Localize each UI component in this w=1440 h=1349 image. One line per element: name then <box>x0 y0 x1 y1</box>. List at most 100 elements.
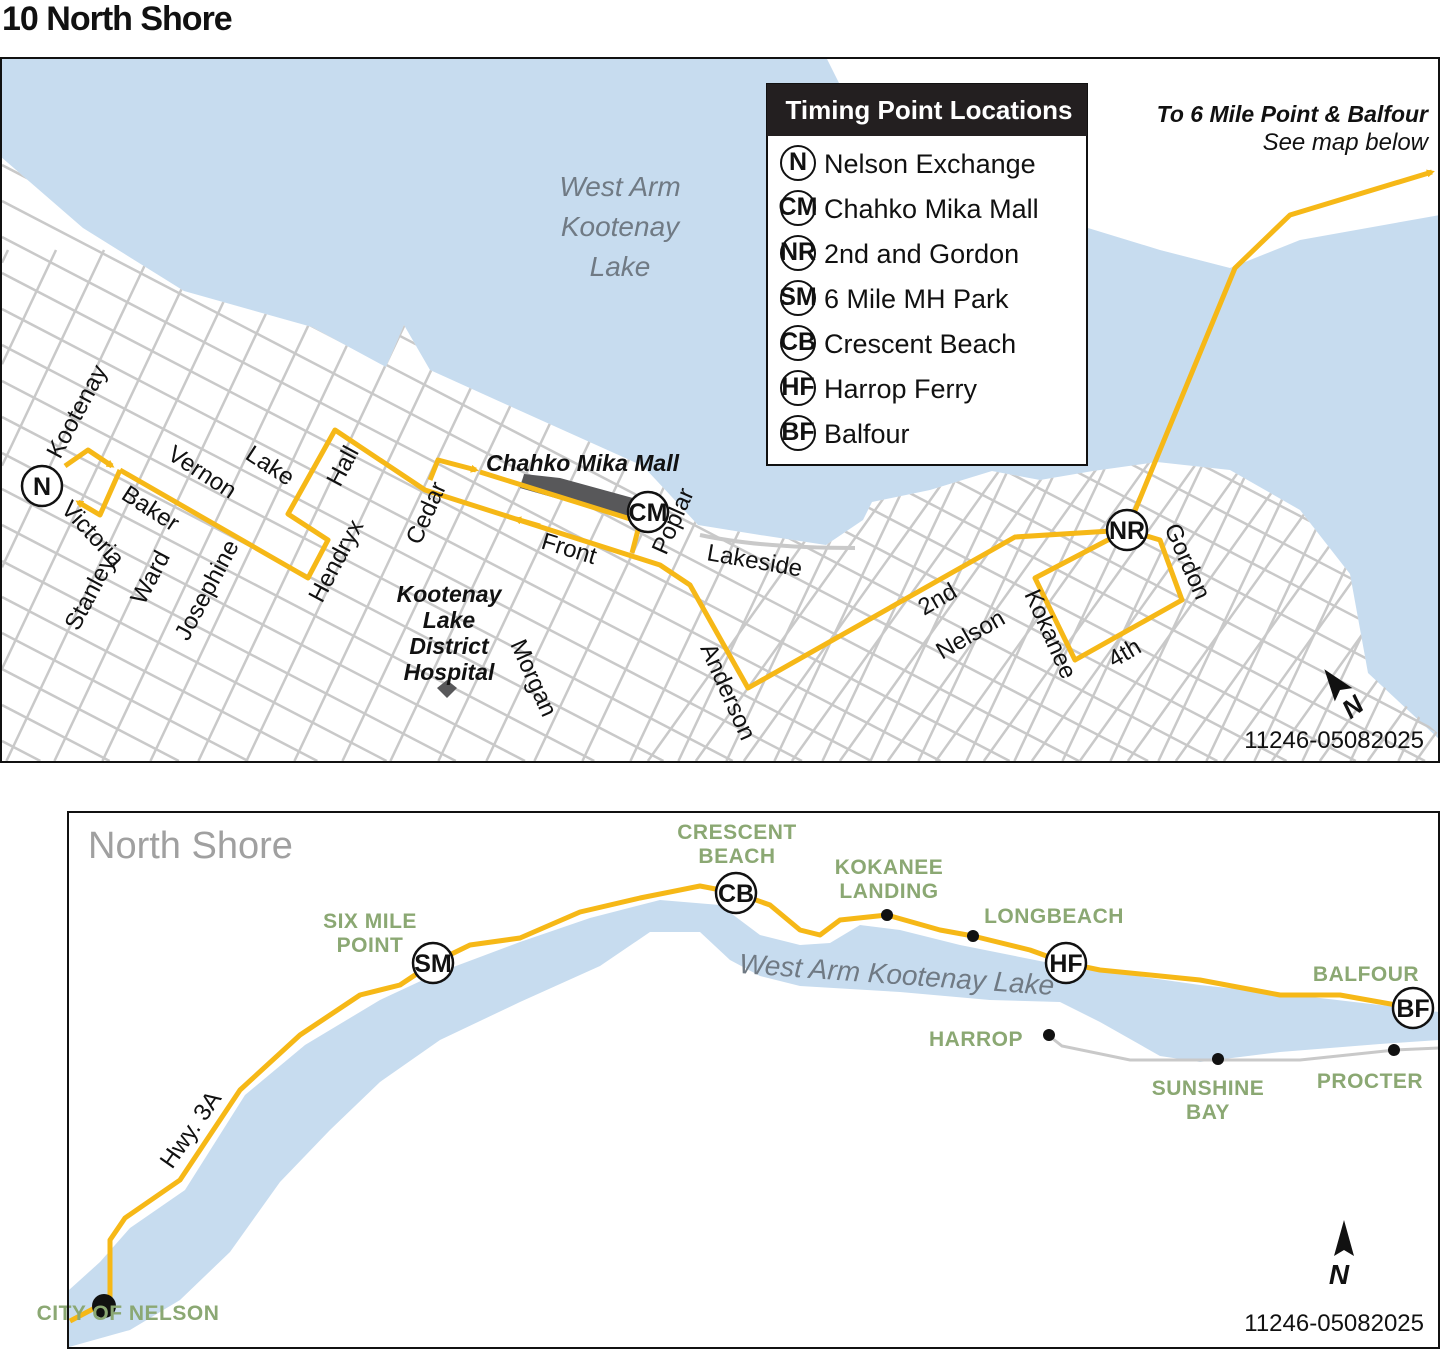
street <box>2 631 249 761</box>
svg-text:NR: NR <box>1109 517 1145 545</box>
legend-item-label: Nelson Exchange <box>824 149 1036 179</box>
sunshine-bay-dot <box>1212 1053 1224 1065</box>
water-label: West Arm Kootenay Lake <box>559 171 681 282</box>
legend-item-label: Harrop Ferry <box>824 374 978 404</box>
top-map-frame <box>0 57 1440 763</box>
legend-item: CB Crescent Beach <box>780 325 1016 361</box>
lakeside-road <box>699 533 856 550</box>
stop-nelson-exchange[interactable]: N <box>20 464 64 508</box>
procter-dot <box>1388 1044 1400 1056</box>
svg-text:West Arm: West Arm <box>559 171 680 202</box>
street-ward: Ward <box>125 546 175 609</box>
north-arrow-icon: N <box>1329 1220 1354 1290</box>
map-id: 11246-05082025 <box>1244 727 1424 754</box>
svg-text:HF: HF <box>781 373 814 401</box>
svg-text:CITY OF NELSON: CITY OF NELSON <box>37 1302 220 1325</box>
svg-text:SM: SM <box>779 283 817 311</box>
svg-text:SUNSHINE: SUNSHINE <box>1152 1077 1265 1100</box>
svg-text:BF: BF <box>781 418 814 446</box>
harrop-dot <box>1043 1029 1055 1041</box>
region-title: North Shore <box>88 825 293 867</box>
legend-item-label: 6 Mile MH Park <box>824 284 1009 314</box>
svg-text:Timing Point Locations: Timing Point Locations <box>786 95 1073 125</box>
street <box>2 249 154 568</box>
stop-crescent-beach[interactable]: CB <box>714 871 758 915</box>
stop-code-badge-icon <box>780 370 816 406</box>
map-id: 11246-05082025 <box>1244 1310 1424 1337</box>
svg-text:SIX MILE: SIX MILE <box>323 910 417 933</box>
legend-item: NR 2nd and Gordon <box>780 235 1019 271</box>
svg-text:BALFOUR: BALFOUR <box>1313 963 1419 986</box>
city-map: West Arm Kootenay Lake Kootenay Vernon L… <box>2 58 1438 761</box>
svg-text:Lake: Lake <box>423 607 476 633</box>
stop-chahko-mika-mall[interactable]: CM <box>626 490 670 534</box>
stop-harrop-ferry[interactable]: HF <box>1044 941 1088 985</box>
legend-item-label: 2nd and Gordon <box>824 239 1019 269</box>
hospital-label: Kootenay Lake District Hospital <box>397 581 503 685</box>
street <box>2 595 318 761</box>
street <box>2 415 665 761</box>
stop-code-badge-icon <box>780 235 816 271</box>
street-hall: Hall <box>321 442 364 491</box>
street <box>2 739 41 761</box>
street <box>2 559 388 761</box>
stop-6-mile-mh-park[interactable]: SM <box>411 941 455 985</box>
legend-item: HF Harrop Ferry <box>780 370 978 406</box>
svg-text:LANDING: LANDING <box>839 880 938 903</box>
city-of-nelson-dot <box>92 1294 116 1318</box>
street <box>5 249 250 761</box>
hospital-building <box>437 680 457 698</box>
svg-text:Lake: Lake <box>590 251 651 282</box>
svg-text:NR: NR <box>780 238 816 266</box>
legend-item: BF Balfour <box>780 415 910 451</box>
svg-text:N: N <box>33 473 51 501</box>
svg-text:BF: BF <box>1396 995 1429 1023</box>
stop-code-badge-icon <box>780 415 816 451</box>
svg-text:CB: CB <box>780 328 816 356</box>
svg-text:BEACH: BEACH <box>698 845 775 868</box>
svg-text:Kootenay: Kootenay <box>397 581 503 607</box>
mall-building <box>520 474 640 522</box>
stop-code-badge-icon <box>780 280 816 316</box>
svg-text:LONGBEACH: LONGBEACH <box>984 905 1124 928</box>
kokanee-landing-dot <box>881 909 893 921</box>
street <box>2 343 803 761</box>
svg-text:CM: CM <box>779 193 818 221</box>
street <box>2 667 180 761</box>
street-front: Front <box>538 528 600 570</box>
street <box>197 249 442 761</box>
stop-code-badge-icon <box>780 325 816 361</box>
svg-text:District: District <box>409 633 490 659</box>
street <box>2 249 10 264</box>
stop-2nd-and-gordon[interactable]: NR <box>1105 508 1149 552</box>
legend-item-label: Crescent Beach <box>824 329 1016 359</box>
street <box>2 249 58 365</box>
longbeach-dot <box>967 930 979 942</box>
svg-text:Hospital: Hospital <box>404 659 495 685</box>
front-direction-arrow <box>513 516 541 529</box>
page-title: 10 North Shore <box>2 0 233 38</box>
street-kootenay: Kootenay <box>41 361 112 463</box>
stop-code-badge-icon <box>780 190 816 226</box>
stop-balfour[interactable]: BF <box>1391 986 1435 1030</box>
street-stanley: Stanley <box>59 551 120 634</box>
svg-text:HARROP: HARROP <box>929 1028 1023 1051</box>
svg-text:POINT: POINT <box>337 934 404 957</box>
street <box>2 703 111 761</box>
street-nelson: Nelson <box>932 604 1010 665</box>
svg-text:PROCTER: PROCTER <box>1317 1070 1423 1093</box>
street <box>101 249 346 761</box>
mall-label: Chahko Mika Mall <box>486 450 680 476</box>
svg-text:N: N <box>1329 1259 1350 1290</box>
street-josephine: Josephine <box>169 536 244 645</box>
street <box>1414 729 1438 761</box>
street <box>2 235 1011 761</box>
svg-text:CB: CB <box>718 880 754 908</box>
svg-text:BAY: BAY <box>1186 1101 1230 1124</box>
street <box>2 379 734 761</box>
legend-item-label: Balfour <box>824 419 910 449</box>
west-arm-water <box>69 900 1439 1347</box>
